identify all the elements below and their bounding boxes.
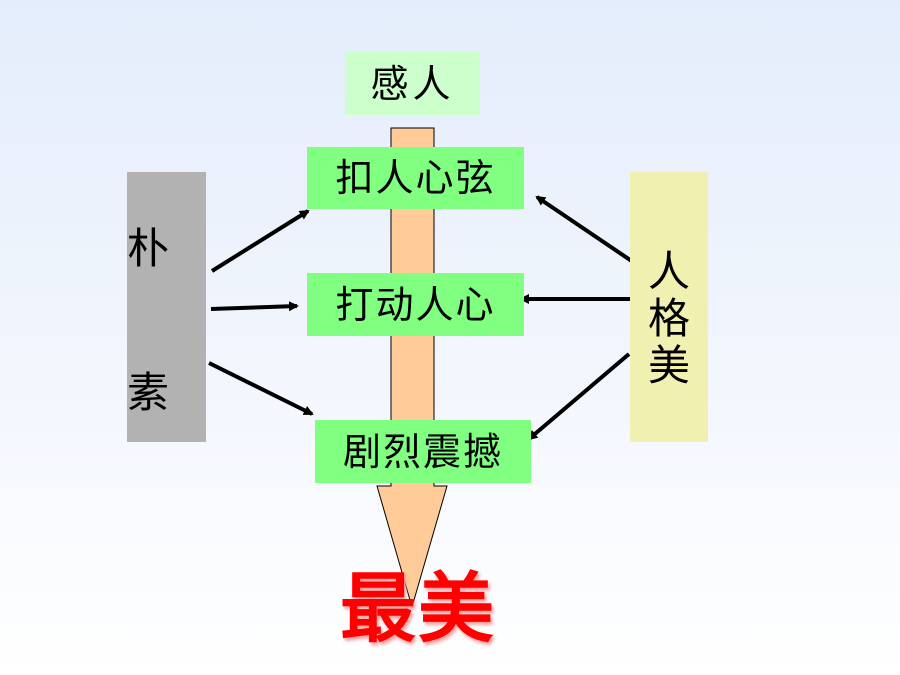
arrow-left-to-stage-3 [208,361,314,416]
result-label: 最美 [340,564,496,653]
right-bar: 人 格 美 [630,172,708,442]
arrow-left-to-stage-2 [210,301,299,312]
left-bar-char-1: 朴 [127,224,170,273]
stage-2-text: 打动人心 [335,282,496,327]
right-bar-char-3: 美 [647,341,690,391]
stage-box-3: 剧烈震撼 [315,420,531,483]
left-bar: 朴 素 [127,172,206,442]
stage-box-1: 扣人心弦 [307,147,524,209]
right-bar-text: 人 格 美 [630,248,708,389]
stage-box-2: 打动人心 [307,273,524,336]
arrow-left-to-stage-1 [210,209,310,273]
right-bar-char-1: 人 [647,247,690,296]
left-bar-char-2: 素 [127,368,170,417]
right-bar-char-2: 格 [647,294,690,344]
stage-1-text: 扣人心弦 [335,156,496,200]
top-label: 感人 [345,52,480,115]
arrow-right-to-stage-1 [535,195,644,270]
arrow-right-to-stage-3 [527,352,631,441]
top-label-text: 感人 [370,61,455,106]
stage-3-text: 剧烈震撼 [342,429,503,474]
